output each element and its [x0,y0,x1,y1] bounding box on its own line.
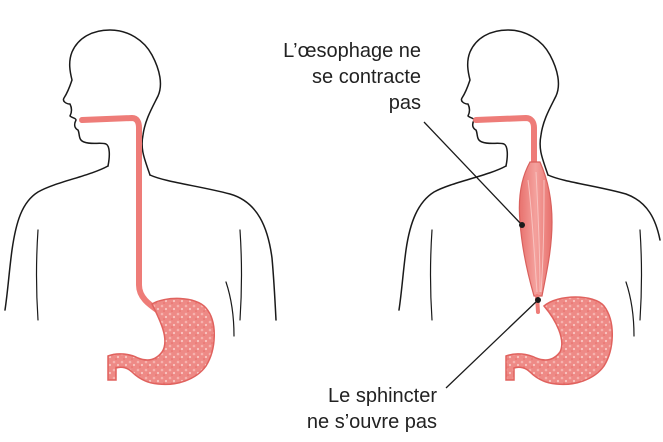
left-chest-line [226,282,234,336]
right-torso-left [399,166,506,310]
left-arm-line-right [240,230,242,320]
sphincter-label-line-1: Le sphincter [307,383,437,409]
sphincter-label-line-2: ne s’ouvre pas [307,409,437,435]
left-esophagus [82,118,160,312]
right-stomach [506,297,612,384]
right-arm-line-right [640,230,642,320]
esophagus-label-line-3: pas [283,90,421,116]
pointer-line-esophagus [424,122,522,225]
pointer-line-sphincter [446,300,538,388]
right-torso-right [548,175,660,240]
right-esophagus-upper [476,118,534,165]
right-arm-line-left [431,230,433,320]
left-body-figure [5,30,276,384]
left-arm-line-left [37,230,39,320]
esophagus-label-line-1: L’œsophage ne [283,38,421,64]
pointer-dot-sphincter [535,297,541,303]
left-torso-left [5,166,108,310]
left-head-outline [63,30,160,175]
pointer-dot-esophagus [519,222,525,228]
left-stomach [108,298,214,384]
right-head-outline [461,30,558,175]
right-chest-line [626,282,634,336]
esophagus-label-line-2: se contracte [283,64,421,90]
right-body-figure [399,30,660,384]
